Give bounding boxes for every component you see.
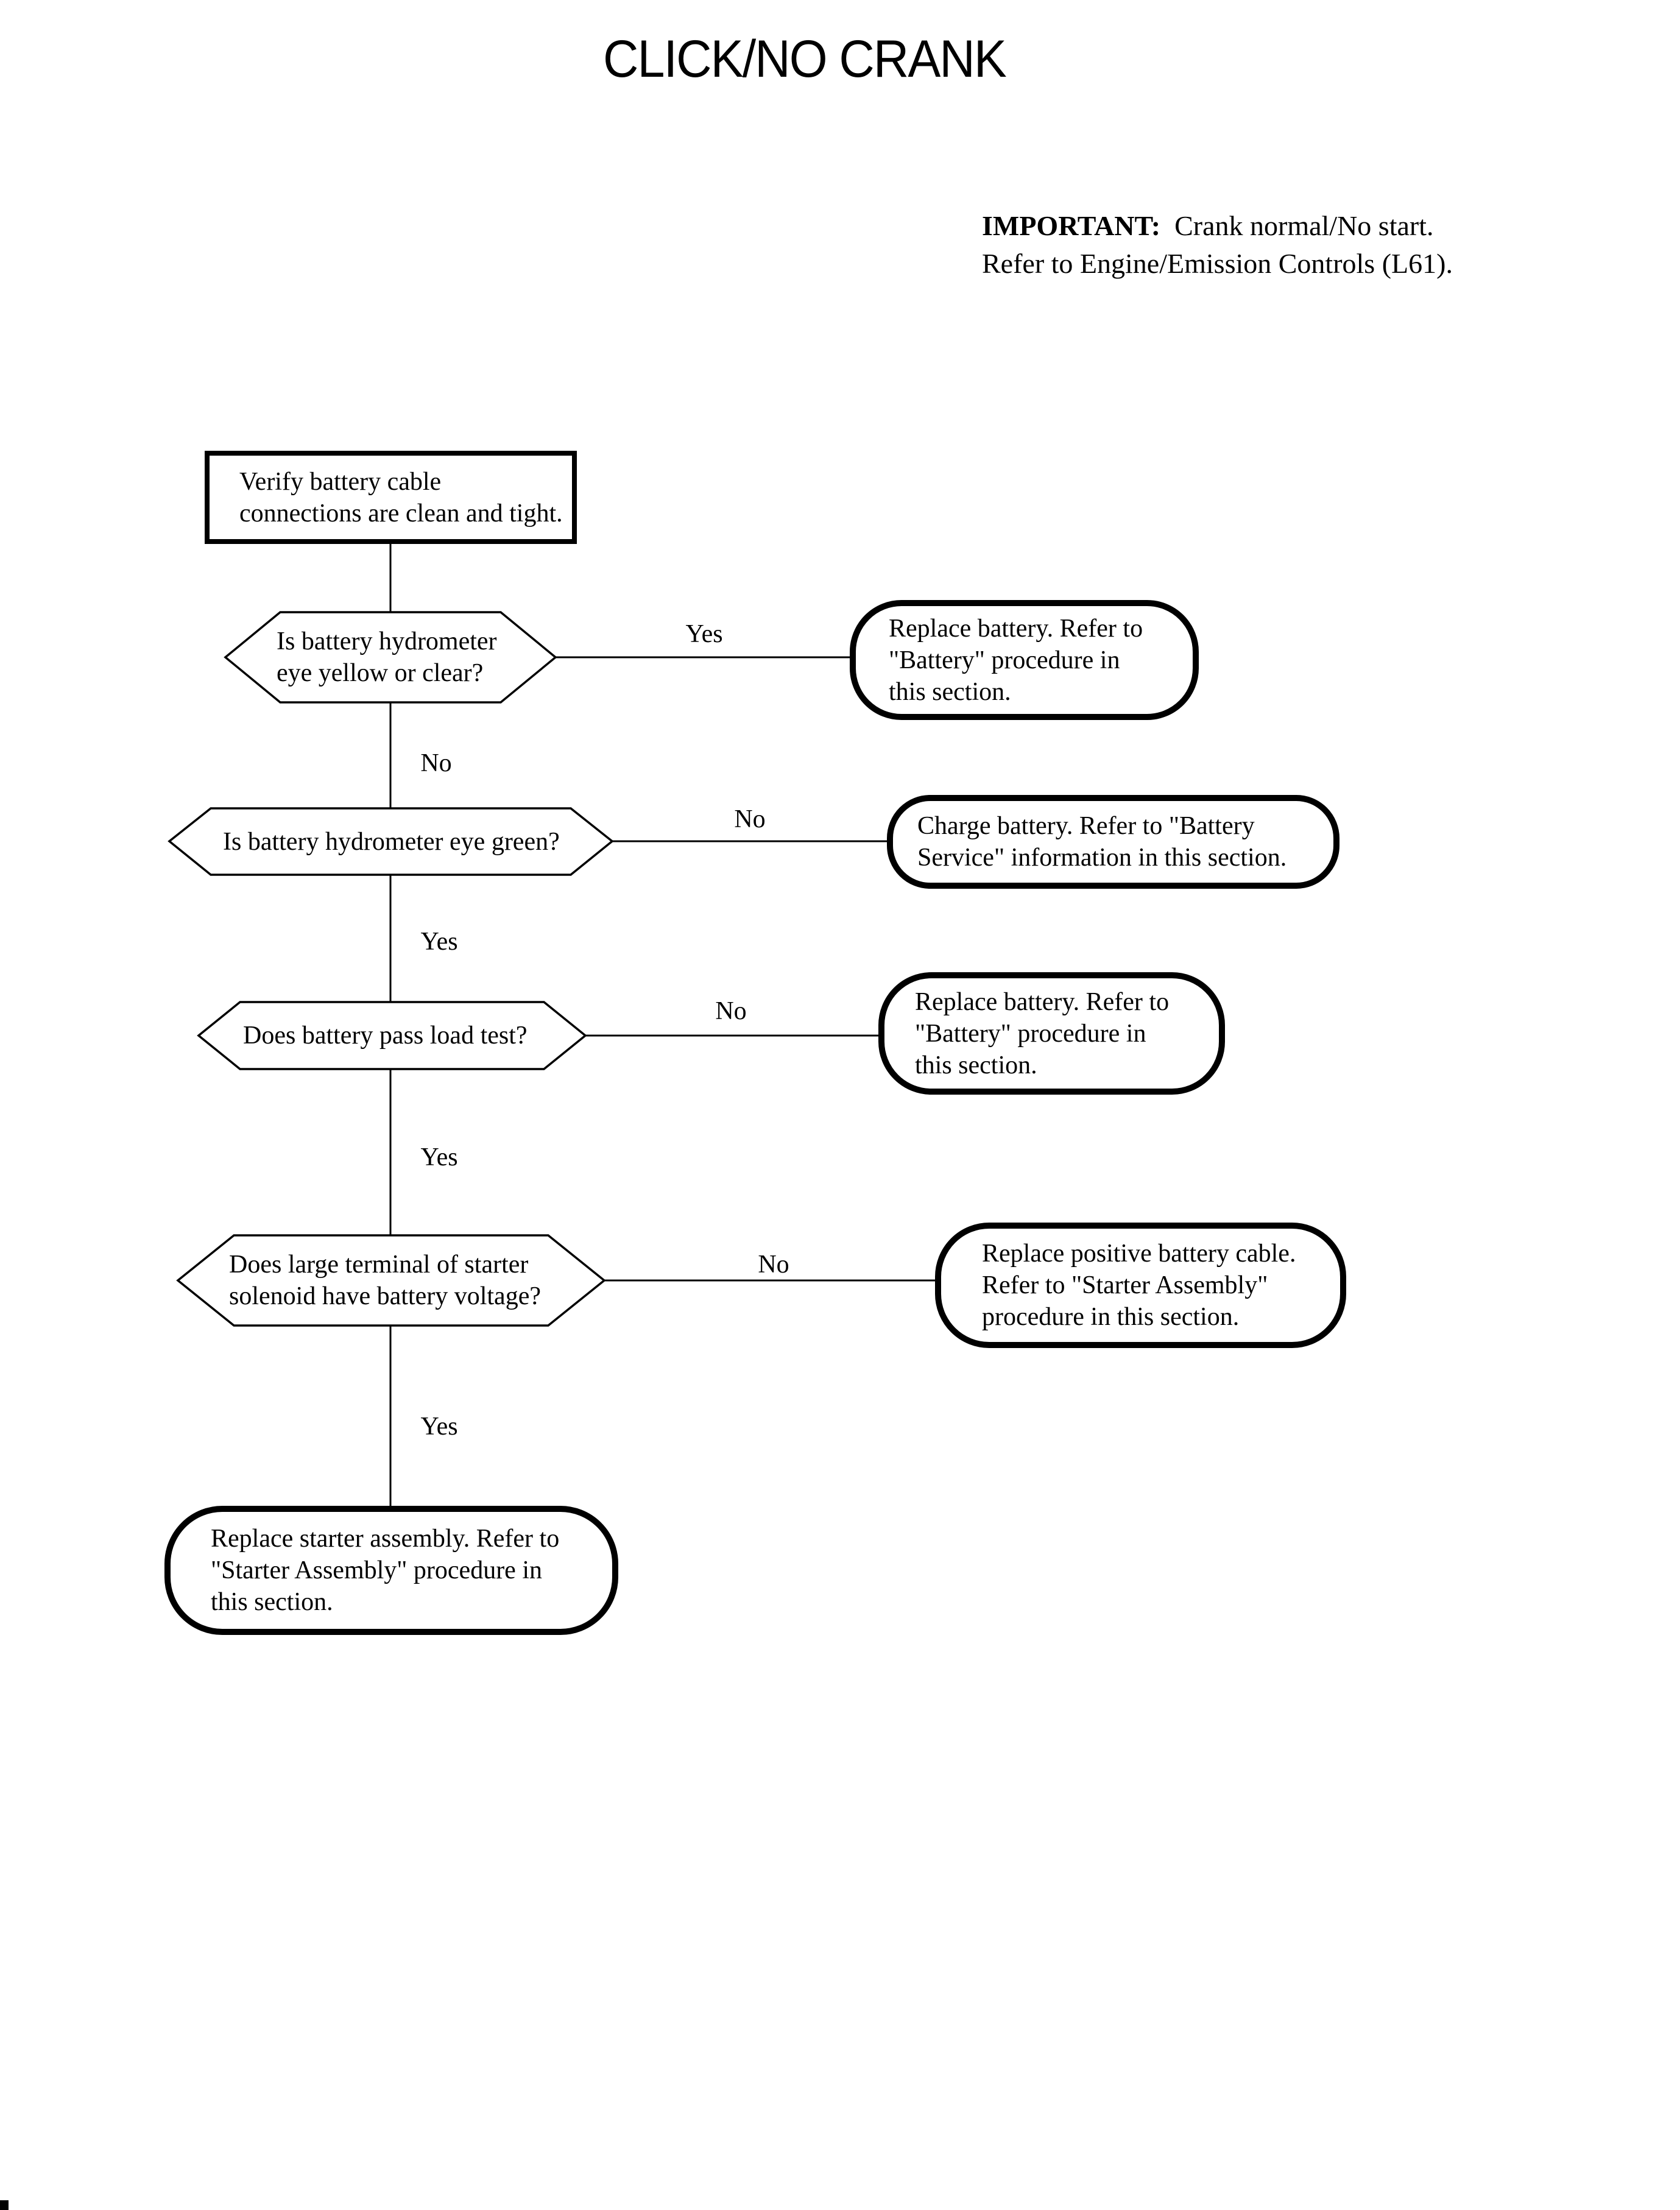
node-text-line: Is battery hydrometer [277, 627, 497, 655]
node-text-line: Charge battery. Refer to "Battery [917, 812, 1255, 840]
node-text-line: procedure in this section. [982, 1303, 1240, 1331]
decision-hexagon-shape-q3 [197, 1001, 587, 1070]
edge-label-yes-q3: Yes [420, 1143, 458, 1171]
flowchart-node-a3: Replace battery. Refer to "Battery" proc… [881, 975, 1222, 1092]
node-text-line: "Battery" procedure in [915, 1019, 1146, 1048]
process-box-shape-start [205, 451, 577, 544]
node-text-line: Service" information in this section. [917, 844, 1287, 872]
edge-label-no-q3: No [715, 997, 747, 1025]
edge-label-yes-q4: Yes [420, 1413, 458, 1441]
flowchart-node-a4: Replace positive battery cable. Refer to… [938, 1226, 1343, 1345]
node-text-line: this section. [915, 1051, 1037, 1079]
terminal-box-shape-a3 [878, 972, 1225, 1095]
node-text-line: this section. [889, 677, 1011, 706]
terminal-box-shape-a1 [850, 600, 1199, 720]
scan-artifact-mark [0, 2200, 9, 2210]
important-note: IMPORTANT: Crank normal/No start. Refer … [982, 207, 1591, 283]
flowchart-node-start: Verify battery cable connections are cle… [207, 453, 574, 542]
important-note-line2: Refer to Engine/Emission Controls (L61). [982, 248, 1453, 279]
edge-label-yes-q1: Yes [685, 620, 723, 648]
important-label: IMPORTANT: [982, 210, 1161, 241]
node-text-line: eye yellow or clear? [277, 659, 484, 687]
flowchart-node-a5: Replace starter assembly. Refer to "Star… [168, 1509, 615, 1632]
flowchart-node-q2: Is battery hydrometer eye green? [169, 808, 612, 875]
node-text-line: Replace battery. Refer to [889, 614, 1143, 643]
decision-hexagon-shape-q4 [176, 1234, 606, 1327]
decision-hexagon-shape-q1 [224, 611, 557, 704]
page-title: CLICK/NO CRANK [603, 30, 1007, 88]
edge-label-no-q1: No [420, 749, 452, 777]
node-text-line: Does battery pass load test? [243, 1022, 528, 1050]
edge-label-no-q2: No [734, 805, 766, 833]
edge-label-no-q4: No [758, 1251, 789, 1279]
terminal-box-shape-a4 [935, 1223, 1346, 1348]
terminal-box-shape-a2 [887, 795, 1339, 889]
important-text: Crank normal/No start. [1174, 210, 1434, 241]
node-text-line: Is battery hydrometer eye green? [223, 827, 560, 856]
flowchart-node-q4: Does large terminal of starter solenoid … [178, 1235, 604, 1326]
node-text-line: "Starter Assembly" procedure in [211, 1556, 542, 1584]
node-text-line: Refer to "Starter Assembly" [982, 1271, 1268, 1299]
node-text-line: "Battery" procedure in [889, 646, 1120, 674]
node-text-line: solenoid have battery voltage? [229, 1282, 541, 1310]
node-text-line: connections are clean and tight. [239, 499, 563, 528]
connector-lines [389, 542, 938, 1509]
node-text-line: Replace battery. Refer to [915, 987, 1170, 1016]
node-text-line: Replace positive battery cable. [982, 1240, 1296, 1268]
terminal-box-shape-a5 [164, 1506, 618, 1635]
edge-label-yes-q2: Yes [420, 928, 458, 956]
flowchart-node-q1: Is battery hydrometer eye yellow or clea… [225, 612, 556, 702]
node-text-line: this section. [211, 1588, 333, 1616]
decision-hexagon-shape-q2 [168, 807, 614, 876]
node-text-line: Does large terminal of starter [229, 1251, 529, 1279]
important-note-line1: IMPORTANT: Crank normal/No start. [982, 207, 1591, 245]
node-text-line: Verify battery cable [239, 467, 442, 496]
flowchart-node-q3: Does battery pass load test? [199, 1002, 585, 1069]
node-text-line: Replace starter assembly. Refer to [211, 1525, 560, 1553]
flowchart-node-a2: Charge battery. Refer to "Battery Servic… [890, 798, 1336, 886]
flowchart-node-a1: Replace battery. Refer to "Battery" proc… [853, 603, 1196, 717]
